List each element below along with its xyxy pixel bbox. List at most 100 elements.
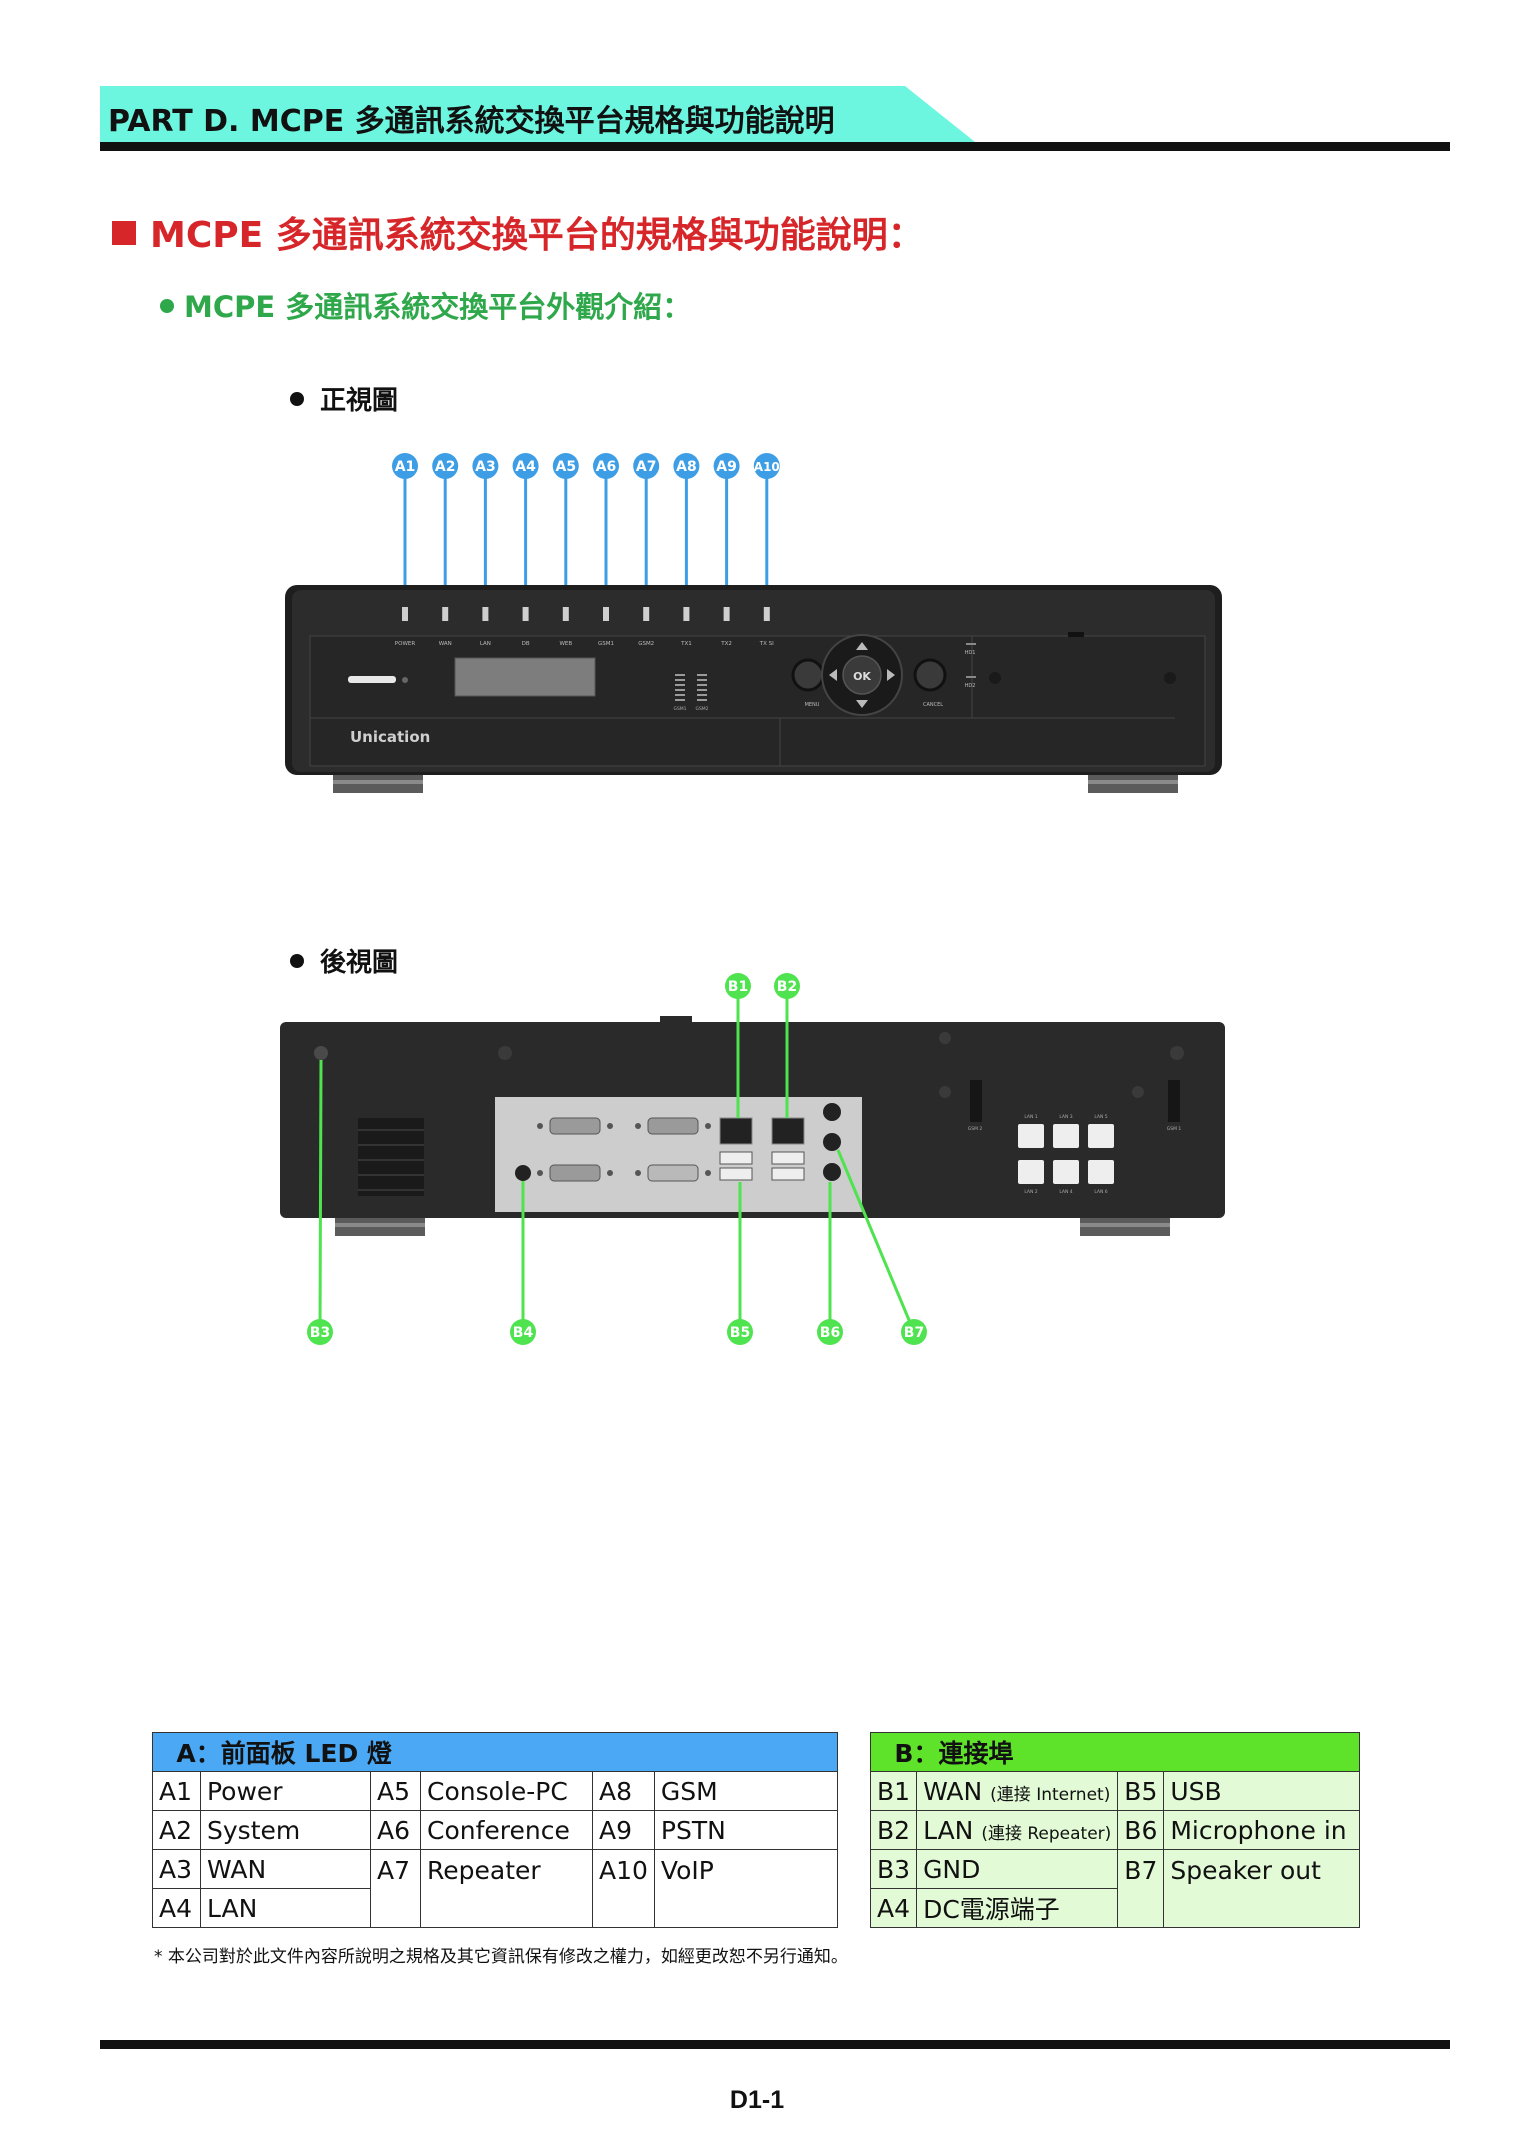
bullet-icon [290,954,304,968]
led-label-a8: TX1 [680,641,692,647]
square-bullet-icon [112,221,136,245]
lan-port [771,1117,805,1145]
led-a6 [603,607,609,621]
callout-label-a3: A3 [475,459,496,475]
header-band [100,86,975,142]
wan-port [719,1117,753,1145]
rear-view-figure: GSM 2 GSM 1 LAN 1 LAN 3 LAN 5 LAN 2 LAN … [280,973,1225,1345]
gsm-bar-label-1: GSM1 [673,706,686,712]
brand-logo: Unication [350,728,430,746]
gnd-terminal [515,1165,531,1181]
cancel-button [913,658,947,692]
led-a5 [562,607,569,621]
callout-a1 [392,453,418,479]
section-title: MCPE 多通訊系統交換平台的規格與功能說明： [112,206,924,258]
microphone-jack [823,1133,841,1151]
header-title: PART D. MCPE 多通訊系統交換平台規格與功能說明 [108,104,835,139]
lan3-label: LAN 3 [1059,1114,1072,1120]
callout-a4 [512,453,539,479]
front-lcd-display [454,657,596,697]
speaker-jack [823,1163,841,1181]
lan-port-block [1018,1124,1114,1184]
led-a9 [723,607,730,621]
callout-label-a10: A10 [754,460,780,474]
nav-up-icon [856,642,868,650]
lan2-label: LAN 2 [1024,1189,1037,1195]
gsm-signal-bars [675,674,707,701]
led-label-a7: GSM2 [638,641,654,647]
led-a2 [442,607,449,621]
hd1-label: HD1 [965,650,976,656]
lan4-label: LAN 4 [1059,1189,1072,1195]
led-a4 [522,607,529,621]
led-label-a4: DB [522,641,530,647]
led-label-a3: LAN [480,641,491,647]
callout-b1 [725,973,751,999]
subsection-title: MCPE 多通訊系統交換平台外觀介紹： [160,284,691,326]
callout-b7 [901,1319,927,1345]
footnote: * 本公司對於此文件內容所說明之規格及其它資訊保有修改之權力，如經更改恕不另行通… [154,1947,848,1967]
nav-down-icon [856,700,868,708]
led-label-a5: WEB [559,641,572,647]
led-a8 [683,607,690,621]
callout-label-b7: B7 [904,1325,924,1341]
nav-right-icon [887,669,895,681]
callout-a2 [432,453,459,479]
gsm2-port-label: GSM 2 [968,1126,983,1132]
bullet-icon [160,299,174,313]
callout-label-a9: A9 [716,459,737,475]
callout-a6 [593,453,619,479]
callout-label-b3: B3 [310,1325,330,1341]
led-a3 [482,607,489,621]
rear-view-title: 後視圖 [290,942,398,979]
usb-ports [719,1151,805,1181]
led-a1 [402,607,408,621]
callout-label-b1: B1 [728,979,748,995]
io-plate [495,1097,862,1212]
lan1-label: LAN 1 [1024,1114,1037,1120]
callout-label-a4: A4 [515,459,536,475]
callout-b6 [817,1319,843,1345]
header-rule [100,142,1450,151]
subsection-title-text: MCPE 多通訊系統交換平台外觀介紹： [184,290,692,324]
callout-label-a2: A2 [435,459,456,475]
gsm-bar-label-2: GSM2 [695,706,708,712]
footer-rule [100,2040,1450,2049]
table-a-header: A：前面板 LED 燈 [152,1732,838,1772]
callout-b2 [774,973,800,999]
callout-label-b5: B5 [730,1325,750,1341]
nav-left-icon [829,669,837,681]
callout-b5 [727,1319,753,1345]
bullet-icon [290,392,304,406]
ok-button-label: OK [853,670,871,683]
callout-a10 [753,453,780,479]
front-slot [348,676,396,683]
callout-label-a1: A1 [395,459,416,475]
callout-a3 [472,453,499,479]
menu-button-label: MENU [805,702,820,708]
led-label-a10: TX SI [759,641,774,647]
callout-a9 [713,453,740,479]
front-view-title-text: 正視圖 [320,386,399,416]
callout-a7 [633,453,660,479]
lan6-label: LAN 6 [1094,1189,1107,1195]
front-view-title: 正視圖 [290,380,398,417]
callout-line-b3 [318,1059,323,1333]
table-b-header: B：連接埠 [870,1732,1360,1772]
callout-label-a8: A8 [676,459,697,475]
callout-line-b7 [836,1149,916,1333]
led-a10 [763,607,770,621]
callout-label-a7: A7 [636,459,657,475]
